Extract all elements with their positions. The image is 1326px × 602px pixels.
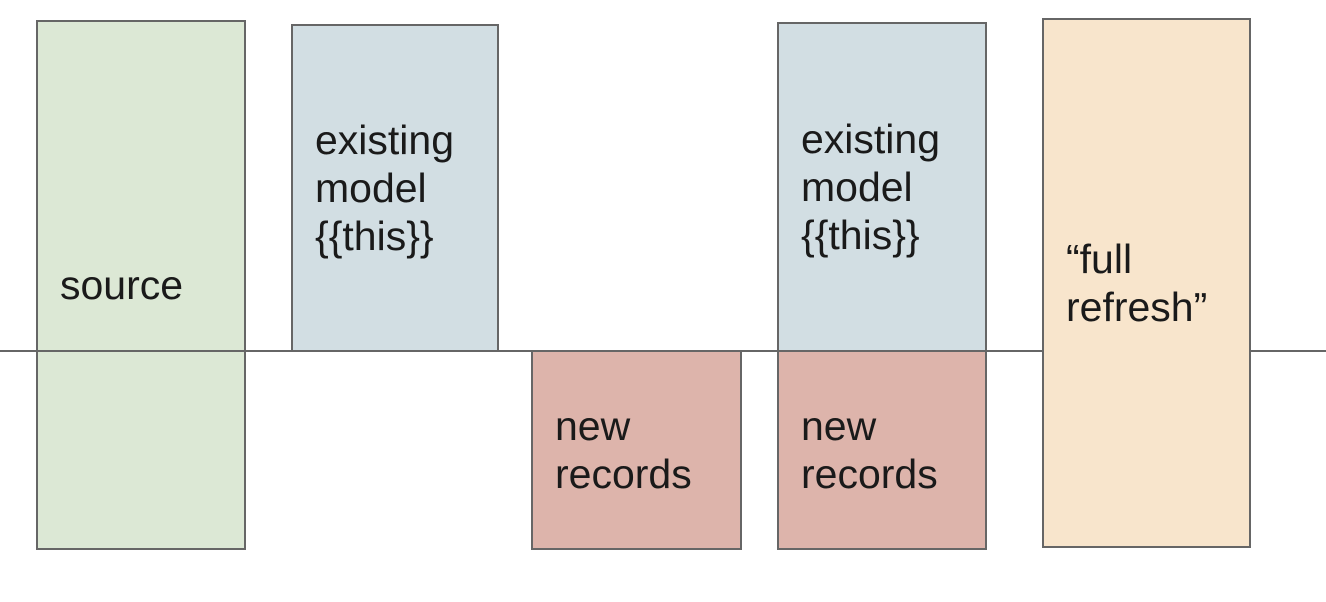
full-refresh-box: “full refresh”: [1042, 18, 1251, 548]
new-records-box-1: new records: [531, 350, 742, 550]
full-refresh-box-label: “full refresh”: [1066, 236, 1208, 330]
source-box: source: [36, 20, 246, 550]
source-box-label: source: [60, 262, 184, 308]
new-records-box-2-label: new records: [801, 403, 938, 497]
new-records-box-2: new records: [777, 350, 987, 550]
existing-model-box-2: existing model {{this}}: [777, 22, 987, 352]
existing-model-box-1: existing model {{this}}: [291, 24, 499, 352]
existing-model-box-1-label: existing model {{this}}: [315, 117, 455, 259]
existing-model-box-2-label: existing model {{this}}: [801, 116, 941, 258]
new-records-box-1-label: new records: [555, 403, 692, 497]
